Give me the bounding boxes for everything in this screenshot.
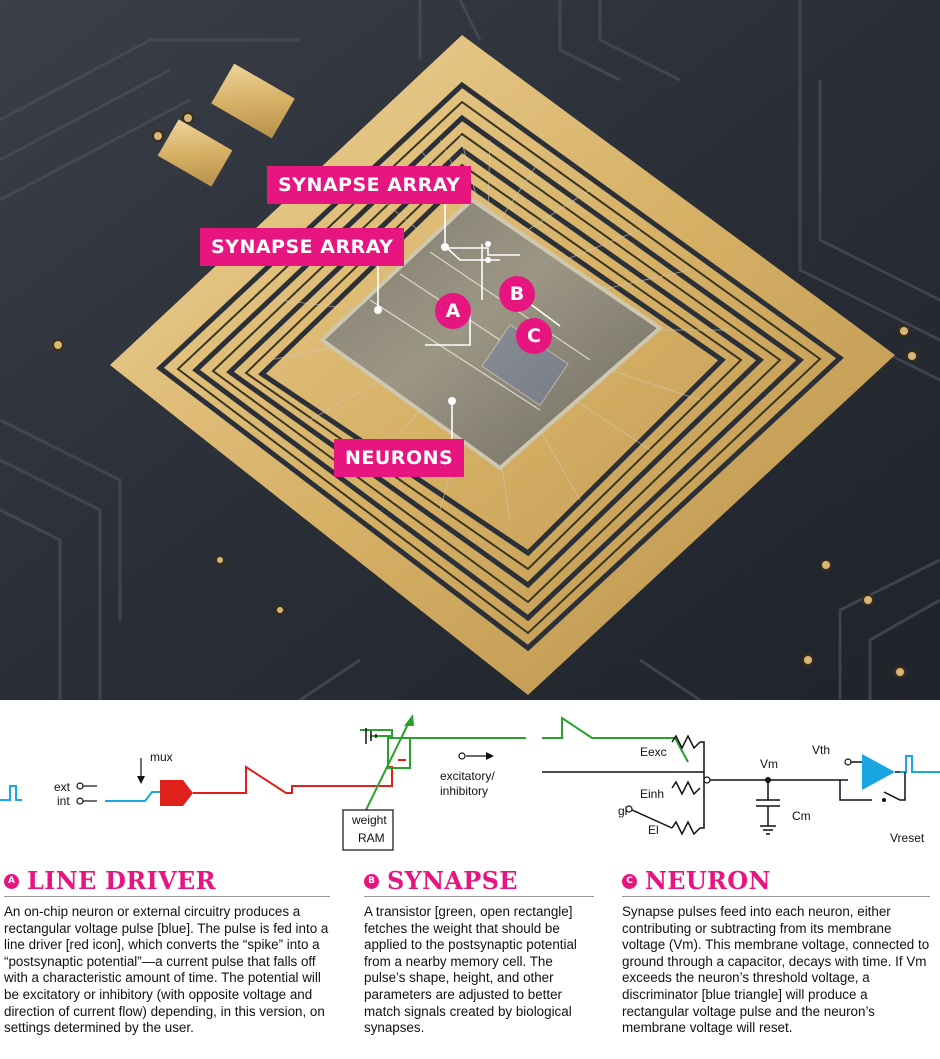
section-header: C NEURON: [622, 868, 930, 897]
line-driver-output: [193, 765, 393, 794]
section-synapse: B SYNAPSE A transistor [green, open rect…: [364, 868, 594, 1037]
synapse-pulse-green: [542, 716, 689, 763]
discriminator-icon: [862, 754, 895, 790]
label-mux: mux: [150, 750, 173, 764]
output-pulse: [900, 755, 940, 773]
ground-symbol-1: [365, 728, 377, 744]
section-body: An on-chip neuron or external circuitry …: [4, 904, 329, 1036]
section-badge: A: [4, 873, 19, 889]
section-header: A LINE DRIVER: [4, 868, 330, 897]
label-vreset: Vreset: [890, 831, 925, 845]
section-body: A transistor [green, open rectangle] fet…: [364, 904, 577, 1036]
callout-synapse-array-left: SYNAPSE ARRAY: [200, 228, 405, 266]
callout-neurons: NEURONS: [334, 439, 465, 477]
label-vth: Vth: [812, 743, 830, 757]
synapse-input-line: [360, 729, 393, 737]
section-header: B SYNAPSE: [364, 868, 594, 897]
weight-ram-box: [342, 809, 394, 851]
label-vm: Vm: [760, 757, 778, 771]
reset-line: [839, 772, 906, 801]
membrane-capacitor: [756, 780, 780, 835]
weight-ram-line1: weight: [351, 813, 387, 827]
section-badge: B: [364, 873, 379, 889]
corner-pads: [157, 63, 295, 187]
circuit-schematic: ext int mux weight RAM excitatory/ inhib…: [0, 714, 940, 851]
section-neuron: C NEURON Synapse pulses feed into each n…: [622, 868, 930, 1037]
package-traces: [156, 81, 844, 652]
callout-dots: [374, 241, 491, 405]
label-inhibitory: inhibitory: [440, 784, 488, 798]
label-excitatory: excitatory/: [440, 769, 495, 783]
label-int: int: [57, 794, 70, 808]
synapse-transistor: [387, 737, 411, 769]
ext-terminal: [76, 782, 84, 790]
section-title: NEURON: [645, 866, 771, 895]
callout-synapse-array-top: SYNAPSE ARRAY: [267, 166, 472, 204]
mux-input-line: [105, 791, 160, 802]
line-driver-icon: [160, 780, 193, 806]
input-pulse: [0, 785, 22, 801]
board-traces: [0, 0, 940, 700]
int-terminal: [76, 797, 84, 805]
weight-ram-line2: RAM: [358, 831, 385, 845]
marker-c: C: [516, 318, 552, 354]
neuron-resistors: [631, 734, 705, 836]
weight-arrow: [364, 719, 411, 813]
label-cm: Cm: [792, 809, 811, 823]
label-gl: gl: [618, 804, 627, 818]
section-title: LINE DRIVER: [27, 866, 216, 895]
marker-b: B: [499, 276, 535, 312]
package-traces-thin: [176, 100, 822, 635]
section-title: SYNAPSE: [387, 866, 518, 895]
marker-a: A: [435, 293, 471, 329]
label-el: El: [648, 823, 659, 837]
section-badge: C: [622, 873, 637, 889]
section-body: Synapse pulses feed into each neuron, ei…: [622, 904, 930, 1036]
label-einh: Einh: [640, 787, 664, 801]
board-vias: [52, 112, 918, 678]
chip-photo: [0, 0, 940, 700]
label-ext: ext: [54, 780, 71, 794]
label-eexc: Eexc: [640, 745, 667, 759]
section-line-driver: A LINE DRIVER An on-chip neuron or exter…: [4, 868, 330, 1037]
